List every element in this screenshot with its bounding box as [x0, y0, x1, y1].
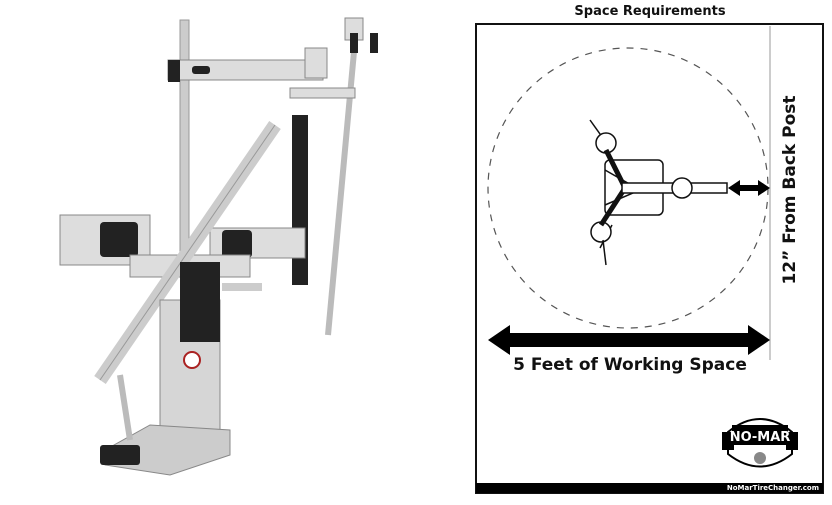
back-post-arrow: [728, 180, 770, 196]
diagram-title: Space Requirements: [574, 4, 726, 19]
diagram-border: [475, 23, 824, 494]
tire-changer-photo: [59, 17, 378, 476]
website-text: NoMarTireChanger.com: [726, 484, 819, 492]
website-footer: NoMarTireChanger.com: [476, 483, 823, 493]
working-space-arrow: [488, 325, 770, 355]
logo-text: NO-MAR: [730, 430, 791, 445]
machine-top-view: [589, 119, 728, 266]
no-mar-logo: NO-MAR: [722, 418, 798, 468]
working-space-label: 5 Feet of Working Space: [513, 355, 747, 375]
back-post-label: 12” From Back Post: [780, 95, 800, 285]
